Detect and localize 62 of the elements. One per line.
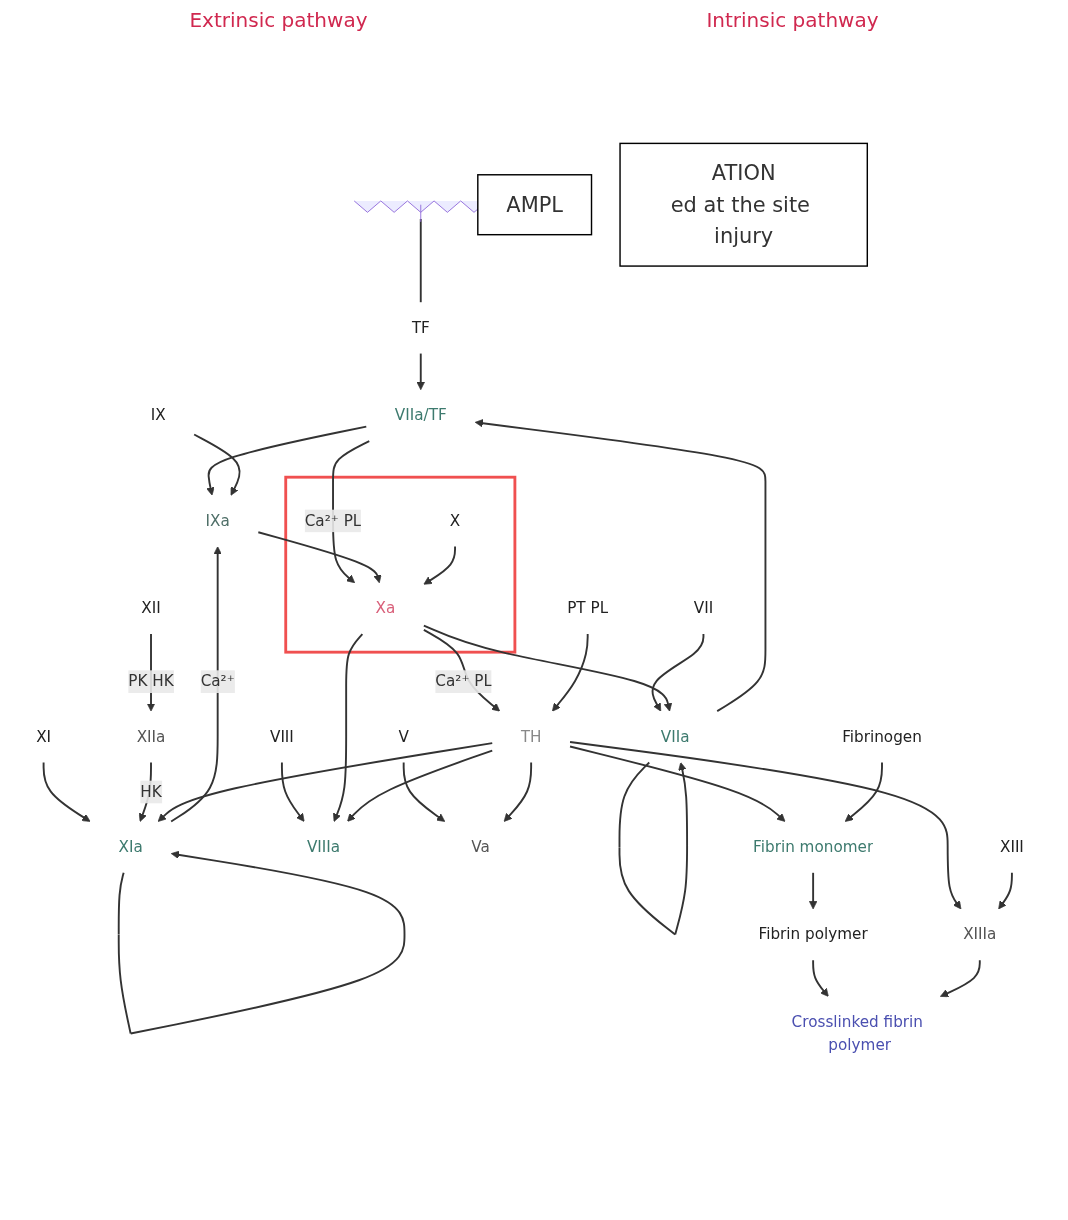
arrow: [347, 749, 494, 822]
node-text: X: [449, 511, 461, 530]
arrow: [503, 761, 533, 822]
arrow: [157, 742, 494, 822]
node-text: Va: [471, 837, 490, 856]
arrow: [206, 425, 368, 496]
arrow: [618, 761, 689, 936]
arrow: [940, 959, 981, 998]
arrow: [569, 745, 786, 822]
node-text: VII: [693, 598, 714, 617]
arrow: [117, 850, 406, 1035]
node-text: TF: [411, 318, 430, 337]
pathway-label: Extrinsic pathway: [189, 8, 368, 32]
node-text: VIIa/TF: [394, 405, 447, 424]
edge-label: Ca²⁺: [200, 672, 235, 691]
node-text: VIII: [269, 727, 294, 746]
arrow: [280, 761, 305, 822]
arrow: [193, 433, 241, 496]
node-text: Fibrinogen: [842, 727, 922, 746]
arrow: [812, 959, 829, 997]
node-text: XIII: [999, 837, 1024, 856]
arrow: [257, 531, 382, 584]
connector: [419, 218, 422, 304]
node-text: VIIa: [660, 727, 690, 746]
arrow: [170, 546, 222, 823]
node-text: Fibrin monomer: [753, 837, 874, 856]
arrow: [422, 628, 501, 712]
arrow: [552, 633, 589, 712]
arrow: [474, 419, 767, 713]
cluster: [284, 475, 517, 654]
arrow: [651, 633, 705, 712]
edge-label: PK HK: [128, 672, 174, 691]
arrow: [423, 545, 456, 585]
node-text: PT PL: [567, 598, 609, 617]
node-text: VIIIa: [306, 837, 341, 856]
arrow: [998, 871, 1013, 910]
node-box: AMPL: [477, 174, 593, 236]
arrow: [42, 761, 91, 822]
edge-label: Ca²⁺ PL: [435, 672, 492, 691]
node-text: IXa: [205, 511, 230, 530]
node-text: Fibrin polymer: [758, 925, 868, 944]
node-text: TH: [520, 727, 542, 746]
node-text: Crosslinked fibrin polymer: [791, 1012, 923, 1054]
pathway-label: Intrinsic pathway: [706, 8, 879, 32]
node-text: V: [398, 727, 409, 746]
arrow: [422, 624, 673, 712]
node-text: XI: [36, 727, 52, 746]
node-text: XIIa: [136, 727, 166, 746]
arrow: [844, 761, 883, 822]
node-text: IX: [150, 405, 166, 424]
node-text: XIIIa: [963, 925, 997, 944]
node-text: XIa: [118, 837, 143, 856]
node-box: ATION ed at the site injury: [619, 142, 868, 267]
arrow: [808, 871, 818, 910]
edge-label: Ca²⁺ PL: [304, 511, 362, 530]
node-text: Xa: [375, 598, 396, 617]
edge-label: HK: [140, 782, 162, 801]
arrow: [569, 741, 962, 910]
arrow: [402, 761, 446, 822]
arrow: [333, 633, 364, 822]
arrow: [416, 352, 425, 391]
node-text: XII: [141, 598, 161, 617]
